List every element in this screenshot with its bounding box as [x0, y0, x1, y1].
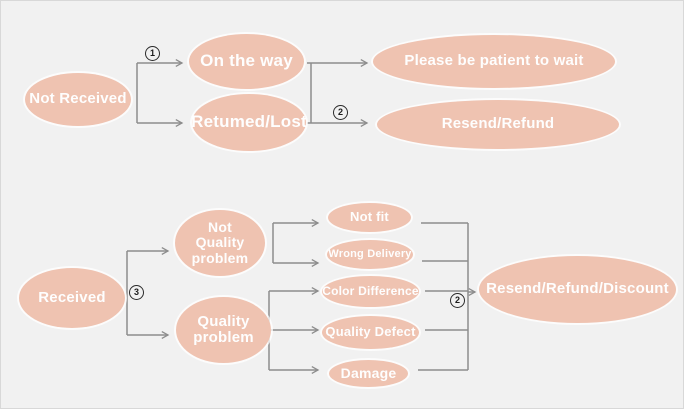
- node-not-received: Not Received: [25, 73, 131, 126]
- node-damage: Damage: [329, 360, 408, 387]
- node-color-difference: Color Difference: [322, 276, 419, 307]
- node-on-the-way-label: On the way: [200, 51, 293, 71]
- node-quality-defect: Quality Defect: [322, 316, 419, 349]
- node-please-be-patient: Please be patient to wait: [373, 35, 615, 88]
- node-resend-refund-discount-label: Resend/Refund/Discount: [486, 280, 669, 298]
- node-resend-refund-label: Resend/Refund: [441, 115, 555, 133]
- step-badge-3: 3: [129, 285, 144, 300]
- node-received: Received: [19, 268, 125, 328]
- step-badge-1-label: 1: [149, 48, 155, 58]
- node-not-fit: Not fit: [328, 203, 411, 232]
- node-not-quality-problem-label: Not Quality problem: [191, 219, 249, 266]
- node-resend-refund-discount: Resend/Refund/Discount: [479, 256, 676, 323]
- step-badge-3-label: 3: [133, 287, 139, 297]
- node-received-label: Received: [38, 288, 106, 306]
- step-badge-2-top-label: 2: [337, 107, 343, 117]
- node-not-fit-label: Not fit: [350, 209, 389, 225]
- node-please-be-patient-label: Please be patient to wait: [404, 52, 584, 70]
- node-damage-label: Damage: [340, 364, 397, 381]
- node-wrong-delivery-label: Wrong Delivery: [328, 247, 412, 260]
- step-badge-2-bottom-label: 2: [454, 295, 460, 305]
- step-badge-2-bottom: 2: [450, 293, 465, 308]
- node-quality-problem-label: Quality problem: [193, 312, 254, 346]
- step-badge-1: 1: [145, 46, 160, 61]
- step-badge-2-top: 2: [333, 105, 348, 120]
- node-on-the-way: On the way: [189, 34, 304, 89]
- node-color-difference-label: Color Difference: [322, 284, 419, 299]
- node-not-quality-problem: Not Quality problem: [175, 210, 265, 276]
- node-quality-defect-label: Quality Defect: [325, 324, 416, 340]
- node-resend-refund: Resend/Refund: [377, 100, 619, 149]
- node-quality-problem: Quality problem: [176, 297, 271, 363]
- node-wrong-delivery: Wrong Delivery: [327, 240, 413, 269]
- node-returned-lost-label: Retumed/Lost: [191, 112, 307, 132]
- node-returned-lost: Retumed/Lost: [191, 94, 307, 151]
- node-not-received-label: Not Received: [29, 90, 127, 108]
